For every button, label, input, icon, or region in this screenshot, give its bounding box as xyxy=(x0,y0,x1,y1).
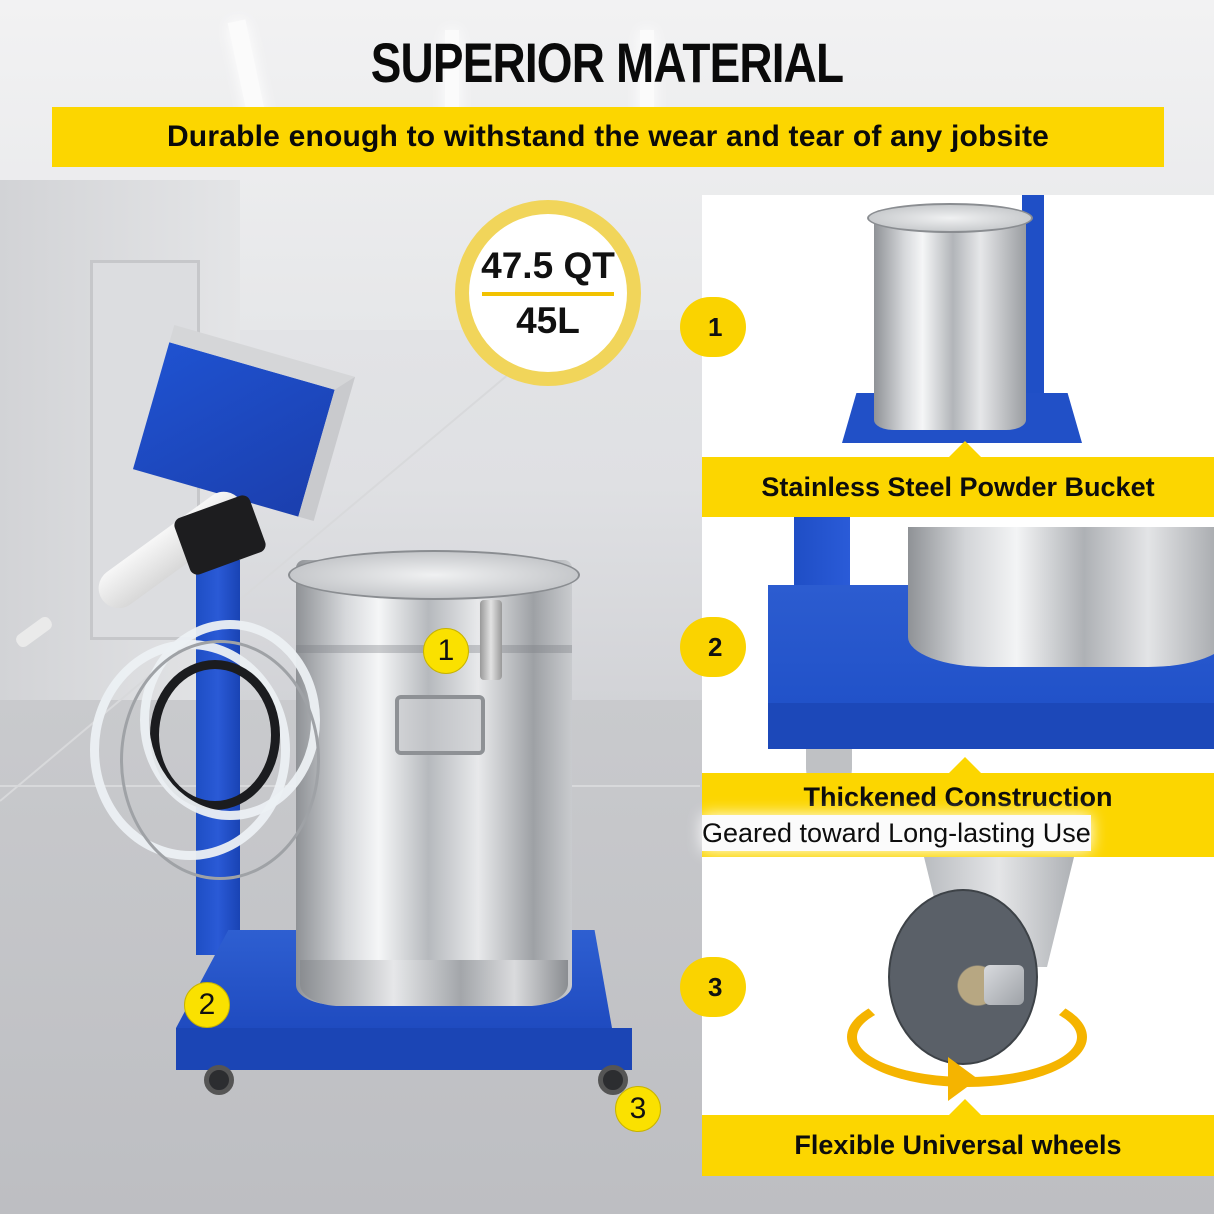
page-title: SUPERIOR MATERIAL xyxy=(370,31,844,94)
powder-coating-machine-image: 1 2 3 xyxy=(13,324,661,1132)
bucket-bottom xyxy=(908,527,1214,667)
feature-number: 2 xyxy=(708,632,723,662)
capacity-divider xyxy=(482,292,614,296)
marker-number: 3 xyxy=(629,1092,647,1125)
marker-number: 2 xyxy=(198,988,216,1021)
feature-panel: 1 Stainless Steel Powder Bucket 2 Thicke… xyxy=(680,195,1214,1176)
spray-gun-grip xyxy=(172,493,268,577)
bucket-base-ring xyxy=(300,960,568,1006)
bucket-lid xyxy=(867,203,1033,233)
feature-3-image xyxy=(702,857,1214,1115)
marker-wheels: 3 xyxy=(615,1086,661,1132)
powder-bucket xyxy=(296,560,572,1005)
capacity-liters: 45L xyxy=(516,300,580,341)
ceiling-light xyxy=(445,30,459,120)
feature-1-number-badge: 1 xyxy=(680,297,746,357)
caster-wheel xyxy=(204,1065,234,1095)
feature-2-caption: Thickened Construction Geared toward Lon… xyxy=(702,757,1214,857)
ceiling-light xyxy=(640,30,654,120)
control-unit xyxy=(132,324,356,522)
feature-3-title: Flexible Universal wheels xyxy=(794,1130,1122,1160)
cart-column xyxy=(1022,195,1044,400)
bucket-latch xyxy=(480,600,502,680)
rotation-arrow-icon xyxy=(948,1057,978,1101)
subtitle-banner: Durable enough to withstand the wear and… xyxy=(52,107,1164,167)
capacity-quarts: 47.5 QT xyxy=(481,245,615,286)
feature-2-number-badge: 2 xyxy=(680,617,746,677)
cart-platform-edge xyxy=(768,703,1214,749)
feature-1-caption: Stainless Steel Powder Bucket xyxy=(702,441,1214,517)
feature-3-number-badge: 3 xyxy=(680,957,746,1017)
feature-1-image xyxy=(702,195,1214,457)
subtitle-text: Durable enough to withstand the wear and… xyxy=(166,120,1050,153)
bucket-lid xyxy=(288,550,580,600)
cable-coil xyxy=(120,640,320,880)
capacity-badge: 47.5 QT 45L xyxy=(455,200,641,386)
cart-platform-edge xyxy=(176,1028,632,1070)
spray-gun-nozzle xyxy=(13,614,55,650)
marker-bucket: 1 xyxy=(423,628,469,674)
stainless-bucket xyxy=(874,210,1026,430)
feature-2-subtitle: Geared toward Long-lasting Use xyxy=(702,815,1091,851)
feature-2-title: Thickened Construction xyxy=(803,782,1113,812)
marker-platform: 2 xyxy=(184,982,230,1028)
feature-number: 3 xyxy=(708,972,723,1002)
wheel-bolt xyxy=(984,965,1024,1005)
feature-3-caption: Flexible Universal wheels xyxy=(702,1099,1214,1176)
marker-number: 1 xyxy=(437,634,455,667)
bucket-handle xyxy=(395,695,485,755)
feature-number: 1 xyxy=(708,312,723,342)
feature-1-title: Stainless Steel Powder Bucket xyxy=(761,472,1155,502)
feature-2-image xyxy=(702,517,1214,779)
